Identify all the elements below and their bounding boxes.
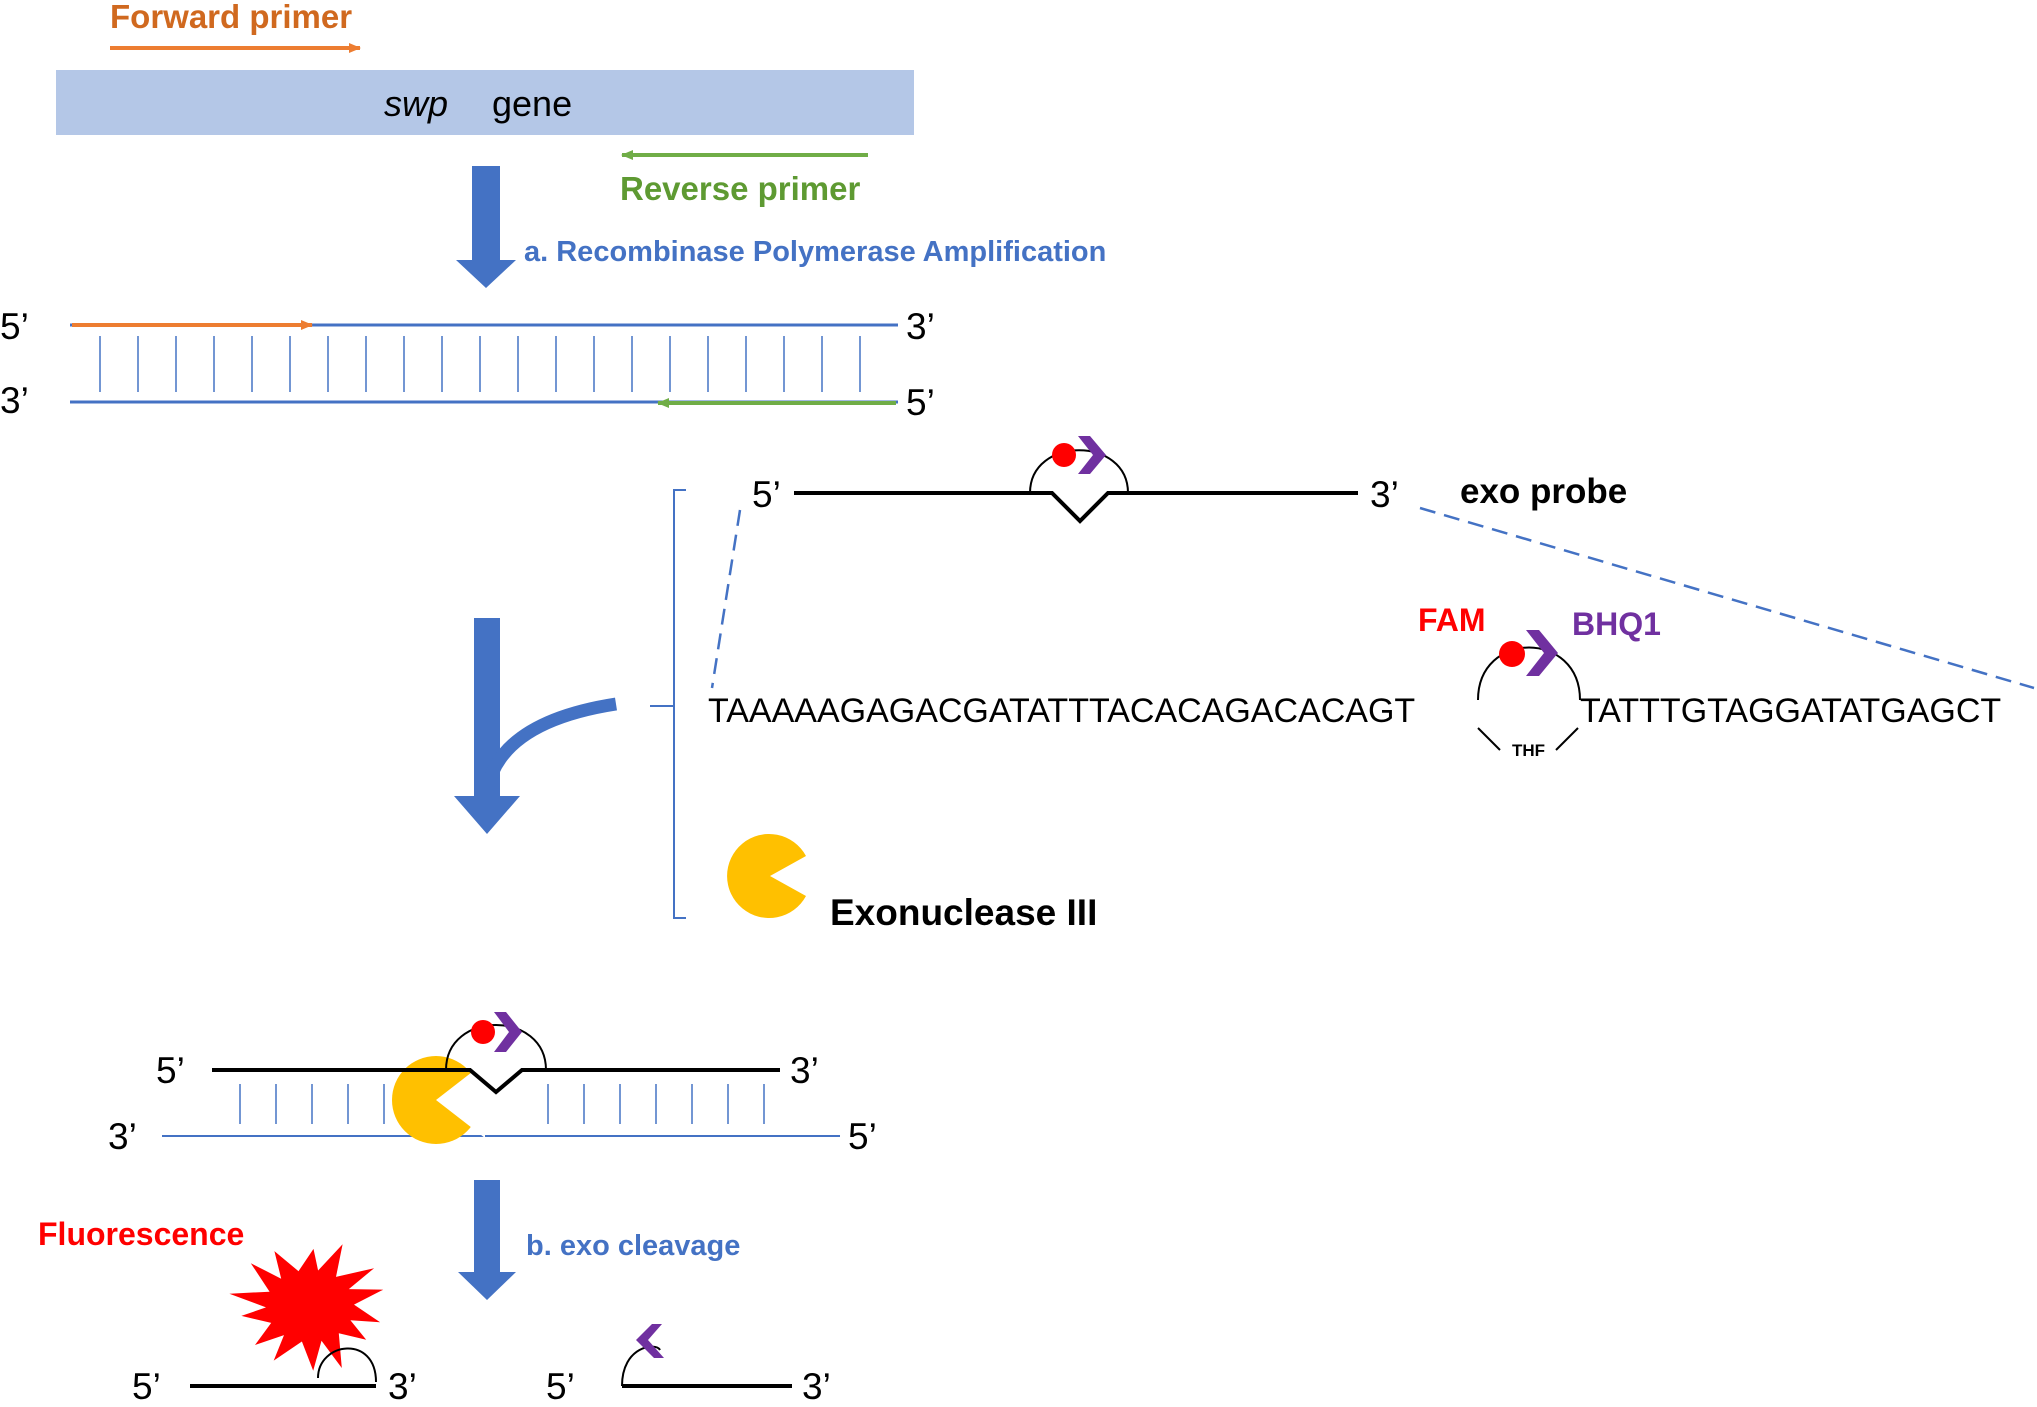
product1-5prime: 5’ (132, 1366, 161, 1407)
duplex-probe-3prime: 3’ (790, 1050, 819, 1091)
amplicon-dsdna (70, 320, 898, 408)
step-b-arrow (458, 1180, 516, 1300)
amplicon-top-5prime: 5’ (0, 306, 29, 347)
fluorescence-burst (229, 1244, 384, 1371)
exo-probe-label: exo probe (1460, 472, 1628, 511)
probe-template-duplex (162, 1012, 840, 1144)
step-b-label: b. exo cleavage (526, 1230, 741, 1262)
duplex-template-5prime: 5’ (848, 1116, 877, 1157)
probe-sequence-left: TAAAAAGAGACGATATTTACACAGACACAGT (708, 692, 1416, 730)
duplex-template-3prime: 3’ (108, 1116, 137, 1157)
fam-label: FAM (1418, 602, 1486, 638)
reverse-primer-label: Reverse primer (620, 170, 861, 207)
exonuclease-label: Exonuclease III (830, 892, 1098, 933)
forward-primer-label: Forward primer (110, 0, 353, 35)
thf-label: THF (1512, 741, 1546, 760)
fam-dot (1052, 443, 1076, 467)
zoom-line-left (710, 509, 742, 689)
bhq1-chevron (1078, 436, 1106, 474)
product1-3prime: 3’ (388, 1366, 417, 1407)
step-a-arrow (456, 166, 516, 288)
fam-dot-duplex (471, 1020, 495, 1044)
amplicon-top-3prime: 3’ (906, 306, 935, 347)
bhq1-chevron-product (636, 1324, 664, 1358)
duplex-probe-5prime: 5’ (156, 1050, 185, 1091)
reagent-bracket (650, 489, 686, 919)
amplicon-bottom-3prime: 3’ (0, 380, 29, 421)
bhq1-chevron-detail (1526, 630, 1558, 676)
zoom-line-right (1419, 506, 2035, 690)
probe-3prime: 3’ (1370, 474, 1399, 515)
probe-sequence-detail (1477, 630, 1581, 751)
product2-3prime: 3’ (802, 1366, 831, 1407)
fluorescence-label: Fluorescence (38, 1216, 245, 1252)
exo-probe-schematic (794, 436, 1358, 524)
gene-label: gene (492, 83, 573, 124)
cleavage-product-bhq1 (621, 1324, 792, 1388)
bhq1-chevron-duplex (494, 1012, 522, 1052)
swp-gene-bar (56, 70, 914, 135)
cleavage-product-fam (190, 1244, 384, 1388)
step-a-label: a. Recombinase Polymerase Amplification (524, 236, 1107, 268)
fam-dot-detail (1499, 641, 1525, 667)
exonuclease-icon (727, 834, 806, 918)
amplicon-bottom-5prime: 5’ (906, 382, 935, 423)
bhq1-label: BHQ1 (1572, 606, 1661, 642)
probe-sequence-right: TATTTGTAGGATATGAGCT (1580, 692, 2002, 730)
product2-5prime: 5’ (546, 1366, 575, 1407)
gene-name-italic: swp (384, 83, 449, 124)
probe-5prime: 5’ (752, 474, 781, 515)
combine-arrow (454, 618, 617, 834)
